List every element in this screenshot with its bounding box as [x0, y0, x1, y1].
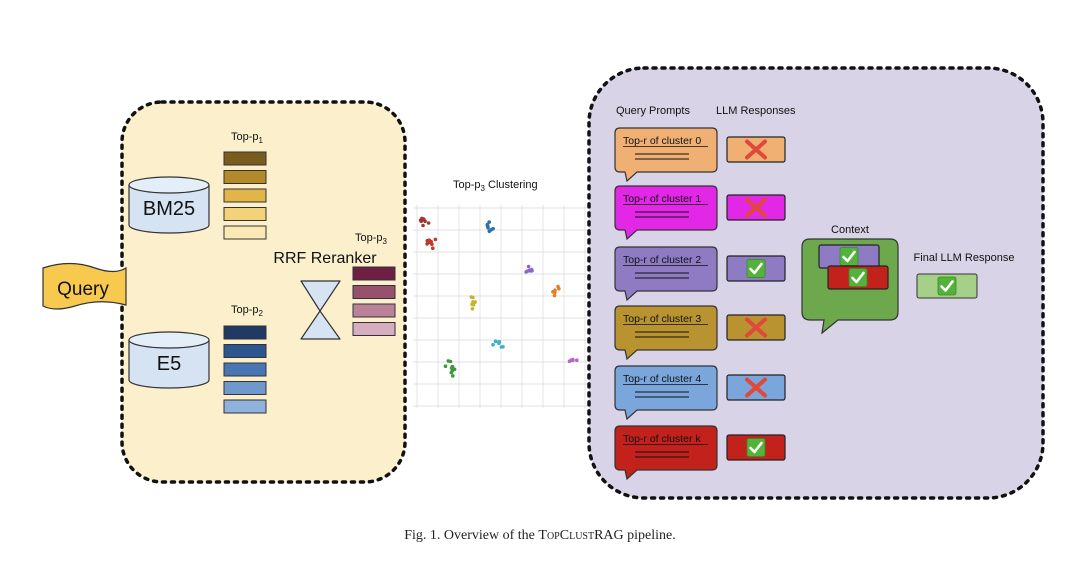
e5-rank-4	[223, 381, 267, 395]
e5-rank-5	[223, 399, 267, 414]
clustering-title: Top-p3 Clustering	[453, 179, 538, 193]
prompt-label: Top-r of cluster k	[623, 433, 701, 445]
query-prompts-header: Query Prompts	[616, 105, 690, 117]
cluster-point	[557, 286, 561, 291]
cluster-point	[450, 364, 455, 369]
cluster-point	[553, 288, 557, 293]
cluster-point	[433, 237, 438, 242]
figure-caption: Fig. 1. Overview of the TopClustRAG pipe…	[404, 528, 676, 543]
prompt-label: Top-r of cluster 4	[623, 373, 701, 385]
cluster-points	[418, 216, 579, 378]
cluster-row: Top-r of cluster 4	[614, 365, 786, 421]
cluster-point	[552, 293, 557, 298]
e5-database: E5	[128, 331, 210, 389]
cluster-row: Top-r of cluster 0	[614, 127, 786, 183]
final-response-label: Final LLM Response	[914, 252, 1015, 264]
cluster-point	[446, 359, 451, 363]
bm25-rank-2	[223, 170, 267, 184]
cluster-point	[567, 359, 572, 364]
cluster-prompt-rows: Top-r of cluster 0 Top-r of cluster 1 Top-…	[614, 127, 786, 481]
bm25-rank-1	[223, 151, 267, 166]
cluster-point	[493, 339, 498, 344]
prompt-label: Top-r of cluster 3	[623, 313, 701, 325]
cluster-point	[443, 364, 448, 369]
bm25-rank-3	[223, 188, 267, 203]
cluster-point	[524, 270, 528, 274]
cluster-point	[473, 300, 478, 304]
bm25-rank-4	[223, 207, 267, 221]
cluster-row: Top-r of cluster 2	[614, 246, 786, 302]
cluster-point	[421, 217, 426, 221]
context-label: Context	[831, 224, 869, 236]
rrf-rank-1	[352, 266, 396, 281]
cluster-row: Top-r of cluster k	[614, 425, 786, 481]
cluster-row: Top-r of cluster 3	[614, 305, 786, 361]
e5-rank-2	[223, 344, 267, 358]
cluster-row: Top-r of cluster 1	[614, 185, 786, 241]
reranker-hourglass-icon	[300, 280, 341, 340]
cluster-point	[426, 240, 431, 245]
rrf-rank-3	[352, 303, 396, 318]
context-bubble	[801, 238, 899, 335]
bm25-rank-5	[223, 225, 267, 240]
bm25-database: BM25	[128, 176, 210, 234]
cluster-point	[526, 264, 531, 269]
prompt-label: Top-r of cluster 1	[623, 193, 701, 205]
final-response	[916, 273, 978, 299]
cluster-point	[469, 295, 474, 299]
e5-ranked-list	[223, 325, 267, 414]
check-icon	[745, 437, 767, 458]
cluster-point	[575, 358, 579, 363]
cluster-point	[487, 229, 492, 234]
prompt-label: Top-r of cluster 2	[623, 254, 701, 266]
prompt-label: Top-r of cluster 0	[623, 135, 701, 147]
query-banner: Query	[42, 262, 127, 310]
cluster-point	[450, 369, 455, 373]
e5-rank-3	[223, 362, 267, 377]
cluster-point	[421, 223, 425, 228]
e5-label: E5	[157, 353, 181, 375]
clustering-plot	[413, 205, 588, 408]
cluster-point	[497, 341, 501, 346]
top-p1-label: Top-p1	[231, 131, 264, 145]
rrf-rank-4	[352, 322, 396, 336]
bm25-ranked-list	[223, 151, 267, 240]
reranker-label: RRF Reranker	[273, 250, 377, 267]
top-p2-label: Top-p2	[231, 304, 264, 318]
rrf-rank-2	[352, 285, 396, 299]
rrf-ranked-list	[352, 266, 396, 336]
cluster-point	[431, 246, 435, 250]
llm-responses-header: LLM Responses	[716, 105, 796, 117]
cluster-point	[499, 345, 504, 349]
final-check-icon	[936, 275, 958, 297]
cluster-point	[491, 342, 495, 347]
e5-rank-1	[223, 325, 267, 340]
cluster-point	[471, 303, 476, 307]
cluster-point	[426, 221, 431, 225]
cluster-point	[470, 307, 475, 311]
query-label: Query	[57, 279, 109, 300]
top-p3-label: Top-p3	[355, 232, 388, 246]
cluster-point	[451, 374, 455, 378]
cluster-point	[487, 220, 492, 224]
cluster-point	[491, 226, 495, 231]
bm25-label: BM25	[143, 198, 195, 220]
cluster-point	[529, 267, 534, 272]
check-icon	[745, 258, 767, 279]
